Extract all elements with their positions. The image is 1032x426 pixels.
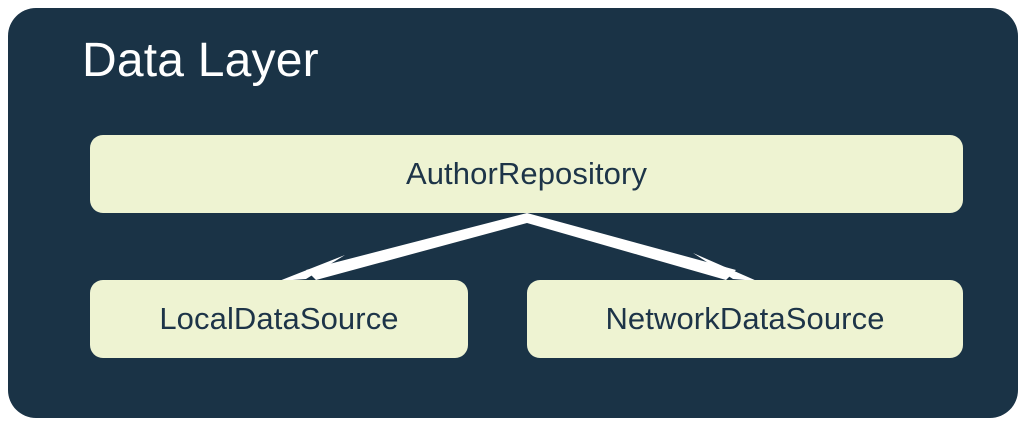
node-label-local-data-source: LocalDataSource: [159, 301, 399, 336]
node-label-network-data-source: NetworkDataSource: [605, 301, 885, 336]
page-title: Data Layer: [82, 34, 319, 87]
node-card-local-data-source[interactable]: LocalDataSource: [90, 280, 468, 358]
node-card-network-data-source[interactable]: NetworkDataSource: [527, 280, 963, 358]
node-card-author-repository[interactable]: AuthorRepository: [90, 135, 963, 213]
node-label-author-repository: AuthorRepository: [405, 156, 648, 191]
